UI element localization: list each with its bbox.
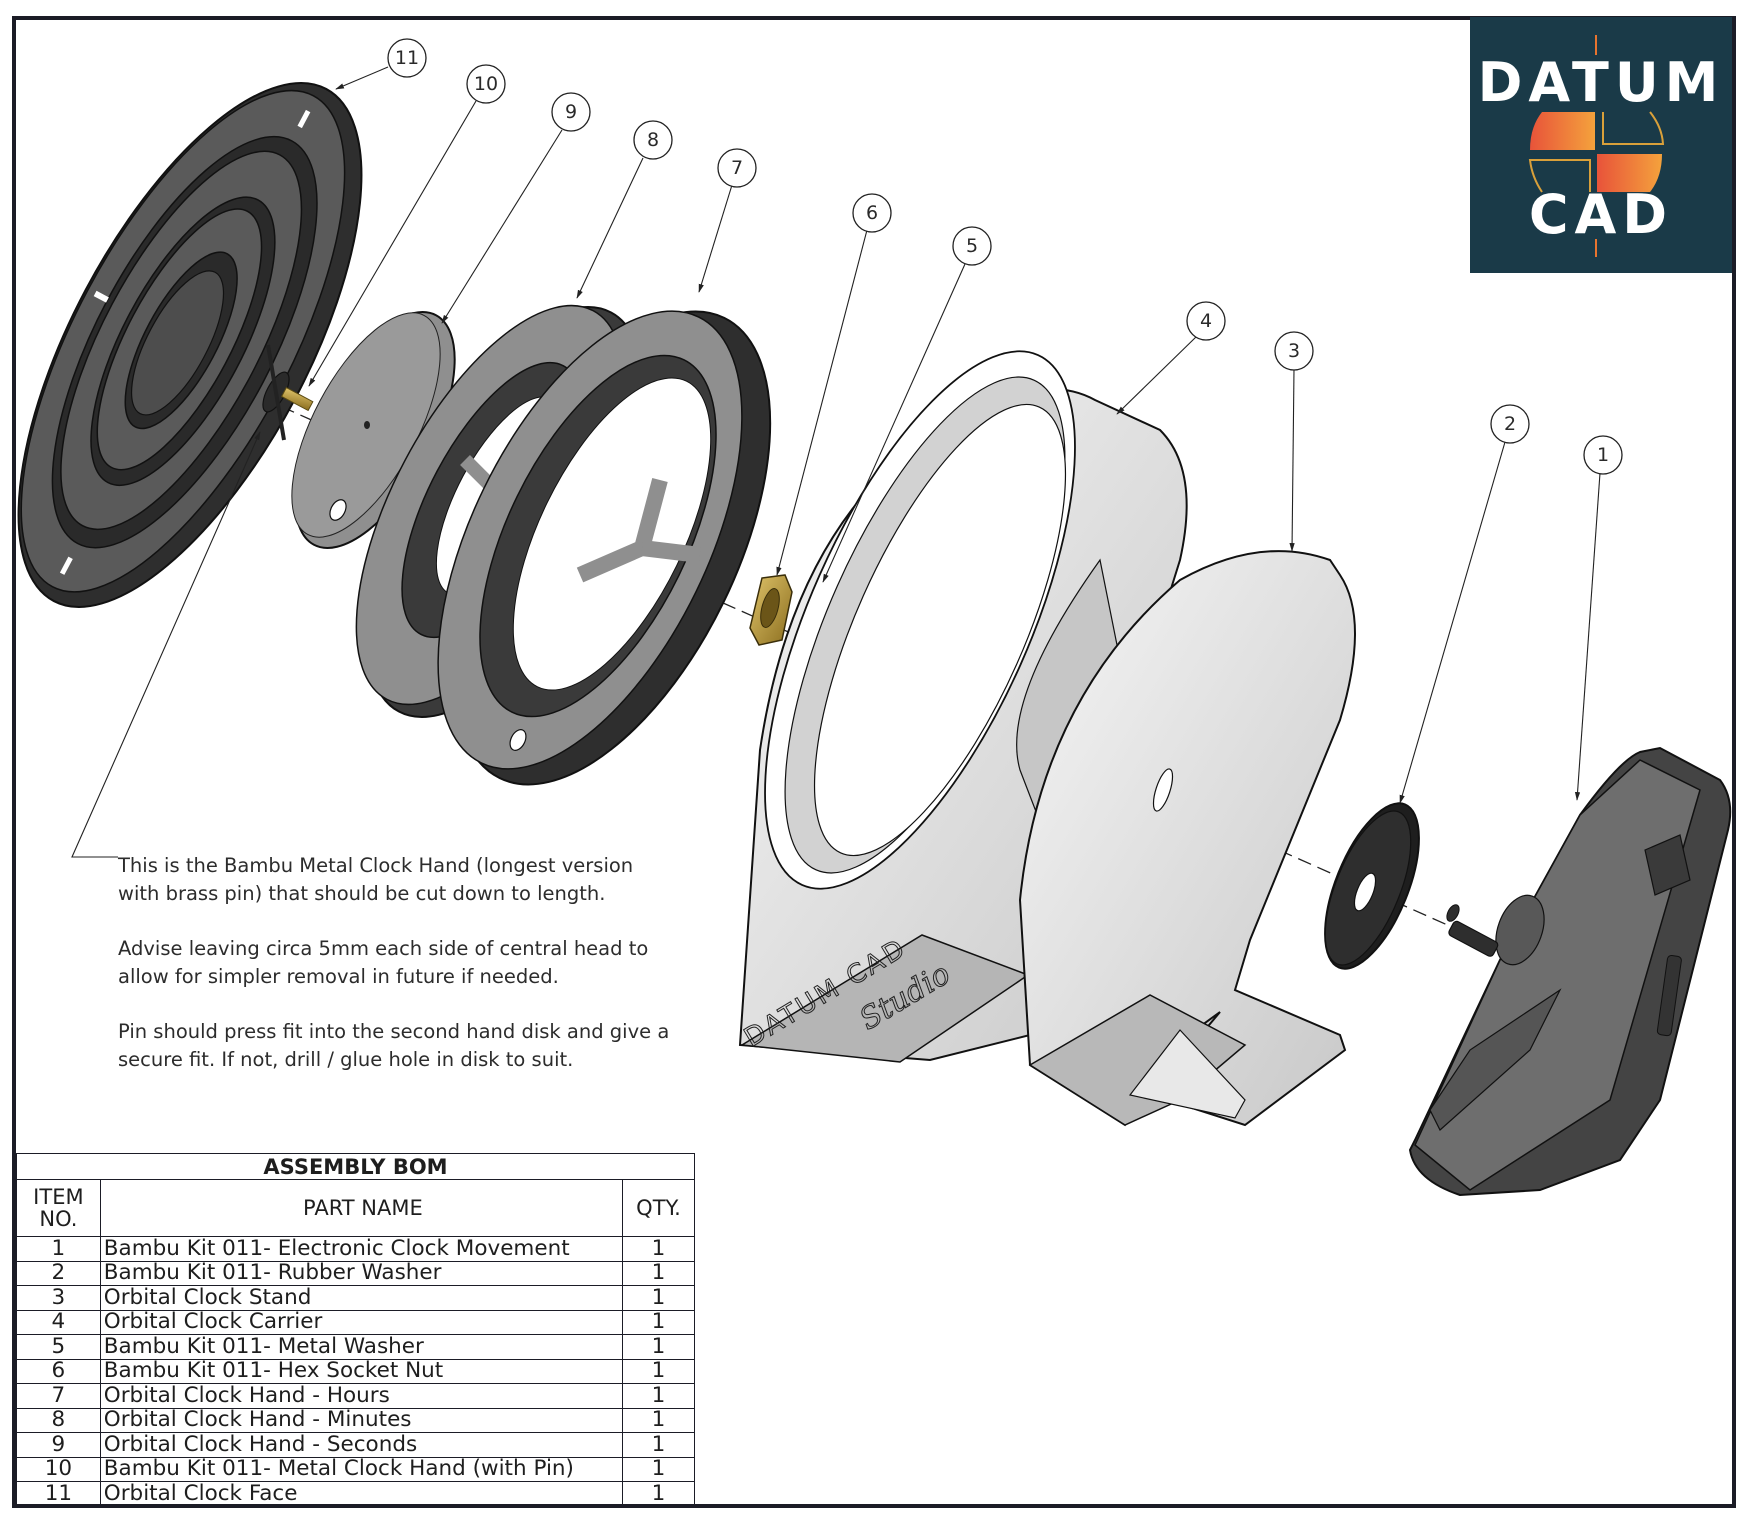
bom-qty: 1 [621,1432,696,1458]
balloon-4: 4 [1186,301,1226,341]
svg-text:9: 9 [565,101,577,123]
assembly-note: This is the Bambu Metal Clock Hand (long… [118,852,678,1101]
balloon-9: 9 [551,92,591,132]
svg-text:8: 8 [647,129,659,151]
bom-item-no: 2 [16,1260,101,1286]
part-9-seconds-hand-disk [291,311,456,549]
svg-text:11: 11 [395,47,419,69]
part-10-metal-clock-hand [262,344,314,441]
svg-text:7: 7 [731,157,743,179]
bom-qty: 1 [621,1236,696,1262]
balloon-3: 3 [1274,331,1314,371]
bom-part-name: Orbital Clock Hand - Hours [99,1383,623,1409]
balloon-7: 7 [717,148,757,188]
balloon-6: 6 [852,193,892,233]
bom-item-no: 3 [16,1285,101,1311]
svg-text:4: 4 [1200,310,1212,332]
balloon-5: 5 [952,226,992,266]
bom-part-name: Orbital Clock Face [99,1481,623,1507]
bom-part-name: Bambu Kit 011- Electronic Clock Movement [99,1236,623,1262]
bom-qty: 1 [621,1285,696,1311]
balloons: 11 10 9 8 7 6 5 4 3 2 1 [387,38,1623,475]
bom-qty: 1 [621,1407,696,1433]
bom-header-item-no: ITEM NO. [16,1179,101,1237]
bom-item-no: 5 [16,1334,101,1360]
bom-qty: 1 [621,1358,696,1384]
svg-text:10: 10 [474,73,498,95]
balloon-1: 1 [1583,435,1623,475]
part-7-hours-hand-ring [437,310,772,786]
bom-item-no: 4 [16,1309,101,1335]
bom-item-no: 8 [16,1407,101,1433]
bom-qty: 1 [621,1309,696,1335]
bom-part-name: Orbital Clock Hand - Seconds [99,1432,623,1458]
bom-qty: 1 [621,1456,696,1482]
logo-emblem-icon [1492,35,1700,257]
logo-text-cad: CAD [1528,183,1674,246]
svg-text:5: 5 [966,235,978,257]
bom-part-name: Orbital Clock Hand - Minutes [99,1407,623,1433]
bom-item-no: 1 [16,1236,101,1262]
bom-part-name: Bambu Kit 011- Metal Washer [99,1334,623,1360]
drawing-frame [12,16,1736,1508]
svg-text:2: 2 [1504,413,1516,435]
balloon-10: 10 [466,64,506,104]
svg-text:1: 1 [1597,444,1609,466]
balloon-2: 2 [1490,404,1530,444]
note-paragraph-2: Advise leaving circa 5mm each side of ce… [118,937,649,988]
bom-item-no: 9 [16,1432,101,1458]
svg-text:6: 6 [866,202,878,224]
bom-item-no: 7 [16,1383,101,1409]
bom-qty: 1 [621,1334,696,1360]
bom-part-name: Orbital Clock Stand [99,1285,623,1311]
part-11-clock-face [17,82,363,608]
logo-text-datum: DATUM [1477,51,1725,114]
note-paragraph-1: This is the Bambu Metal Clock Hand (long… [118,854,634,905]
balloon-leader-lines [71,66,1601,858]
bom-part-name: Orbital Clock Carrier [99,1309,623,1335]
bom-item-no: 11 [16,1481,101,1507]
bom-qty: 1 [621,1383,696,1409]
bom-item-no: 6 [16,1358,101,1384]
bom-item-no: 10 [16,1456,101,1482]
svg-text:3: 3 [1288,340,1300,362]
bom-part-name: Bambu Kit 011- Metal Clock Hand (with Pi… [99,1456,623,1482]
bom-qty: 1 [621,1260,696,1286]
part-1-clock-movement [1408,746,1732,1197]
part-2-rubber-washer [1324,802,1420,970]
balloon-11: 11 [387,38,427,78]
datum-cad-logo: DATUM CAD [1470,17,1732,273]
bom-header-part-name: PART NAME [99,1179,623,1237]
balloon-8: 8 [633,120,673,160]
bom-header-qty: QTY. [621,1179,696,1237]
note-paragraph-3: Pin should press fit into the second han… [118,1020,670,1071]
bom-part-name: Bambu Kit 011- Hex Socket Nut [99,1358,623,1384]
part-3-clock-stand [1018,550,1356,1127]
bom-qty: 1 [621,1481,696,1507]
bom-part-name: Bambu Kit 011- Rubber Washer [99,1260,623,1286]
part-6-hex-socket-nut [749,574,793,646]
bom-title: ASSEMBLY BOM [16,1153,695,1180]
